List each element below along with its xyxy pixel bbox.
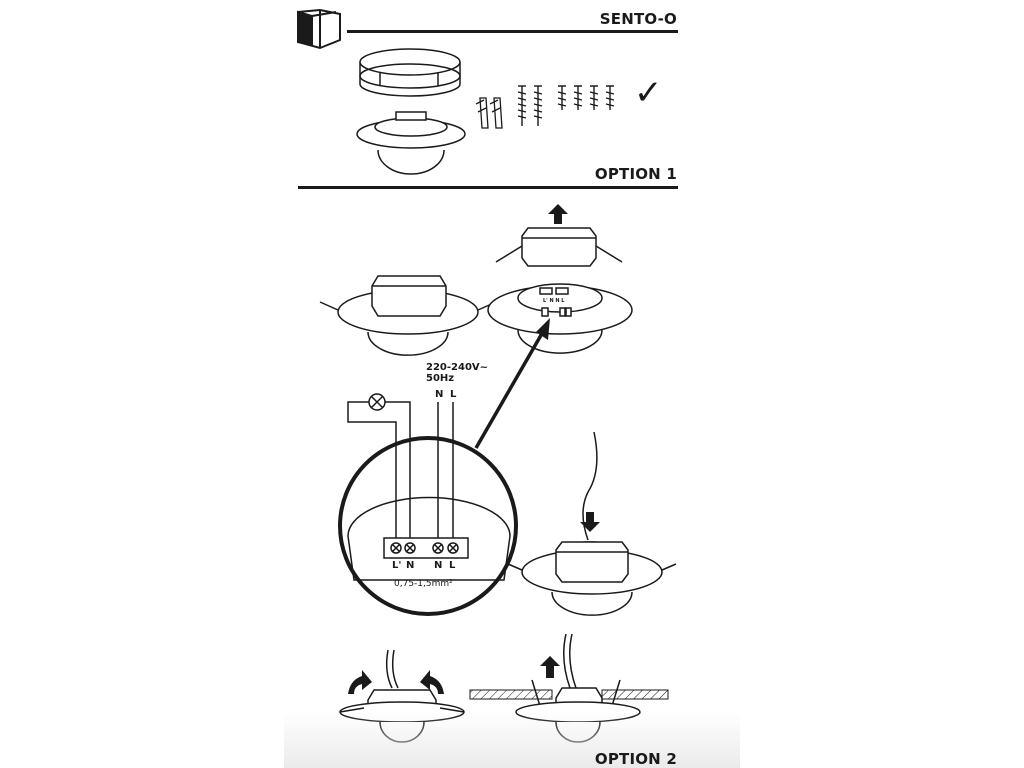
opened-sensor bbox=[487, 283, 633, 354]
wall-plugs bbox=[475, 97, 503, 129]
small-terminal-labels: L' N N L bbox=[543, 298, 565, 304]
curved-arrows-left bbox=[348, 670, 444, 694]
option1-rule bbox=[298, 186, 678, 189]
down-arrow-icon bbox=[580, 512, 600, 532]
product-title: SENTO-O bbox=[599, 10, 677, 28]
up-arrow-icon bbox=[548, 204, 568, 224]
box-icon bbox=[297, 8, 341, 50]
long-screws bbox=[517, 85, 543, 126]
check-mark-icon: ✓ bbox=[634, 73, 663, 113]
header-rule bbox=[347, 30, 678, 33]
terminal-label-n1: N bbox=[406, 560, 414, 571]
terminal-label-l: L bbox=[449, 560, 456, 571]
lifted-cover bbox=[495, 227, 623, 267]
lamp-circuit bbox=[347, 393, 454, 540]
wire-gauge-label: 0,75-1,5mm² bbox=[394, 579, 453, 589]
supply-terminal-l: L bbox=[450, 389, 457, 400]
pointer-arrow bbox=[474, 318, 550, 449]
option2-heading: OPTION 2 bbox=[594, 750, 677, 768]
sensor-unit bbox=[356, 111, 466, 175]
up-arrow-option2-icon bbox=[540, 656, 560, 678]
assembled-sensor-left bbox=[319, 275, 497, 356]
surface-mount-ring bbox=[359, 48, 461, 97]
option1-heading: OPTION 1 bbox=[594, 165, 677, 183]
terminal-label-l-prime: L' bbox=[392, 560, 401, 571]
terminal-label-n2: N bbox=[434, 560, 442, 571]
magnified-terminal-view bbox=[338, 436, 518, 616]
voltage-label: 220-240V~ bbox=[426, 362, 488, 373]
short-screws bbox=[557, 85, 615, 110]
assembled-sensor-right bbox=[507, 541, 677, 616]
ceiling-mount-left bbox=[339, 649, 465, 743]
supply-terminal-n: N bbox=[435, 389, 443, 400]
ceiling-hatch bbox=[469, 689, 669, 700]
ceiling-mount-right bbox=[515, 633, 641, 743]
terminal-housing bbox=[347, 496, 511, 581]
frequency-label: 50Hz bbox=[426, 373, 454, 384]
